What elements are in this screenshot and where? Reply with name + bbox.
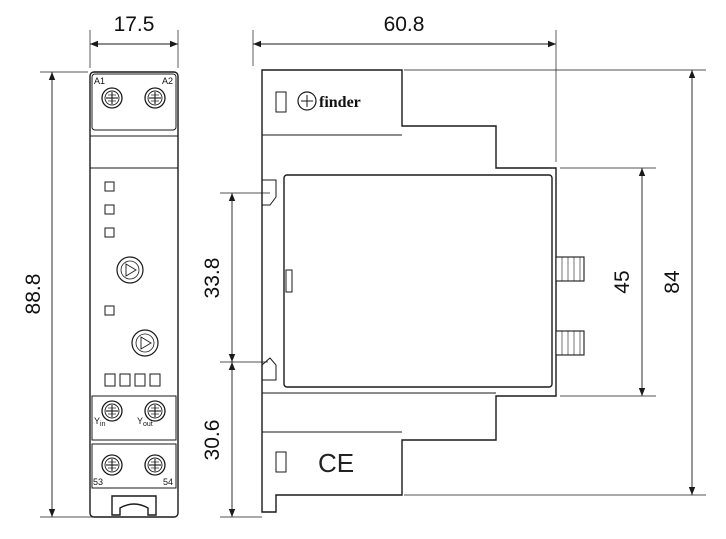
- knob-side-upper: [555, 256, 585, 282]
- screw-a1-icon: [101, 87, 123, 109]
- dial-knob-lower-icon: [131, 329, 159, 357]
- finder-logo: finder: [297, 91, 361, 111]
- din-clip: [111, 495, 157, 516]
- led-indicator-1: [104, 181, 115, 192]
- screw-54-icon: [144, 454, 166, 476]
- bottom-terminal-block: [91, 443, 177, 489]
- side-view: finder CE: [261, 69, 585, 513]
- dim-label-60-8: 60.8: [384, 13, 425, 36]
- led-indicator-3: [104, 227, 115, 238]
- side-slot: [285, 269, 293, 293]
- ce-mark-icon: CE: [318, 448, 354, 478]
- terminal-label-53: 53: [93, 477, 103, 487]
- dial-knob-upper-icon: [116, 256, 144, 284]
- dim-label-17-5: 17.5: [114, 13, 155, 36]
- dim-label-45: 45: [611, 270, 634, 293]
- terminal-label-a2: A2: [162, 76, 173, 86]
- dim-label-30-6: 30.6: [201, 420, 224, 461]
- dimension-rail-lower: 30.6: [201, 362, 262, 518]
- terminal-label-y-out: Yout: [137, 416, 153, 428]
- brand-name: finder: [319, 94, 361, 111]
- screw-y-in-icon: [101, 400, 123, 422]
- mid-terminal-block: [91, 395, 177, 441]
- front-cover: [283, 174, 553, 388]
- front-view: A1 A2 Yin Yout 53 54: [89, 71, 179, 518]
- dimension-side-face: 45: [560, 167, 656, 397]
- screw-a2-icon: [144, 87, 166, 109]
- dim-label-84: 84: [661, 270, 684, 294]
- screw-53-icon: [101, 454, 123, 476]
- terminal-label-a1: A1: [94, 76, 105, 86]
- dimension-depth-side: 60.8: [252, 13, 557, 162]
- dip-switch-3: [134, 373, 146, 387]
- dimension-width-front: 17.5: [89, 13, 179, 68]
- dim-label-33-8: 33.8: [201, 258, 224, 299]
- terminal-label-54: 54: [163, 477, 173, 487]
- dimension-height-front: 88.8: [22, 71, 110, 518]
- knob-side-lower: [555, 330, 585, 356]
- front-housing: [89, 71, 179, 518]
- din-rail-notch-bottom: [261, 357, 277, 381]
- certification-mark: CE: [318, 448, 354, 478]
- dip-switch-4: [149, 373, 161, 387]
- dip-switch-2: [119, 373, 131, 387]
- led-indicator-4: [104, 305, 115, 316]
- dimension-side-height: 84: [404, 69, 706, 496]
- din-rail-notch-top: [262, 179, 277, 206]
- dim-label-88-8: 88.8: [22, 274, 45, 315]
- dip-switch-1: [104, 373, 116, 387]
- side-window-bottom: [275, 451, 287, 473]
- dimension-rail-upper: 33.8: [201, 192, 270, 363]
- terminal-label-y-in: Yin: [94, 416, 106, 428]
- screw-y-out-icon: [144, 400, 166, 422]
- top-terminal-block: [91, 73, 177, 131]
- led-indicator-2: [104, 204, 115, 215]
- side-window-top: [275, 91, 287, 113]
